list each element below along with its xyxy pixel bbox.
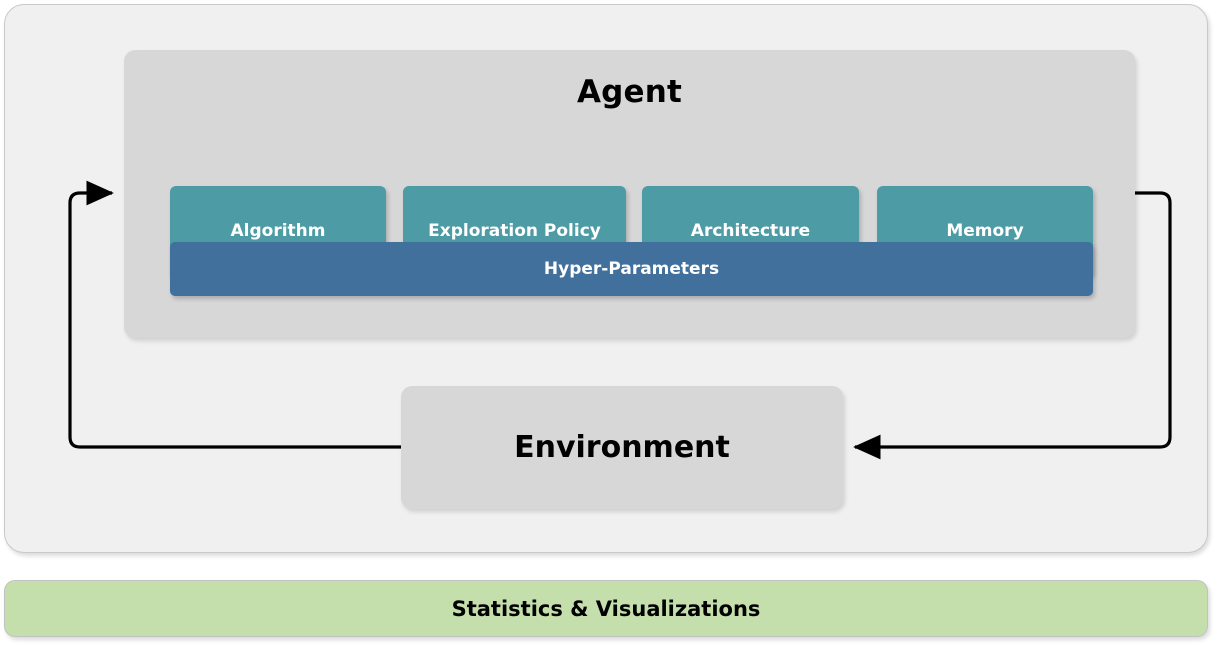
statistics-visualizations-bar[interactable]: Statistics & Visualizations bbox=[4, 580, 1208, 637]
agent-component-label: Architecture bbox=[690, 221, 811, 242]
hyper-parameters-bar[interactable]: Hyper-Parameters bbox=[170, 242, 1093, 296]
agent-component-label: Memory bbox=[946, 221, 1024, 242]
hyper-parameters-label: Hyper-Parameters bbox=[543, 259, 720, 279]
environment-title: Environment bbox=[514, 430, 730, 465]
agent-title: Agent bbox=[576, 74, 683, 110]
statistics-visualizations-label: Statistics & Visualizations bbox=[451, 596, 761, 621]
environment-container: Environment bbox=[401, 386, 843, 509]
agent-container: Agent Algorithm Exploration Policy Archi… bbox=[124, 50, 1135, 338]
agent-component-label: Algorithm bbox=[230, 221, 326, 242]
agent-component-label: Exploration Policy bbox=[428, 221, 601, 242]
